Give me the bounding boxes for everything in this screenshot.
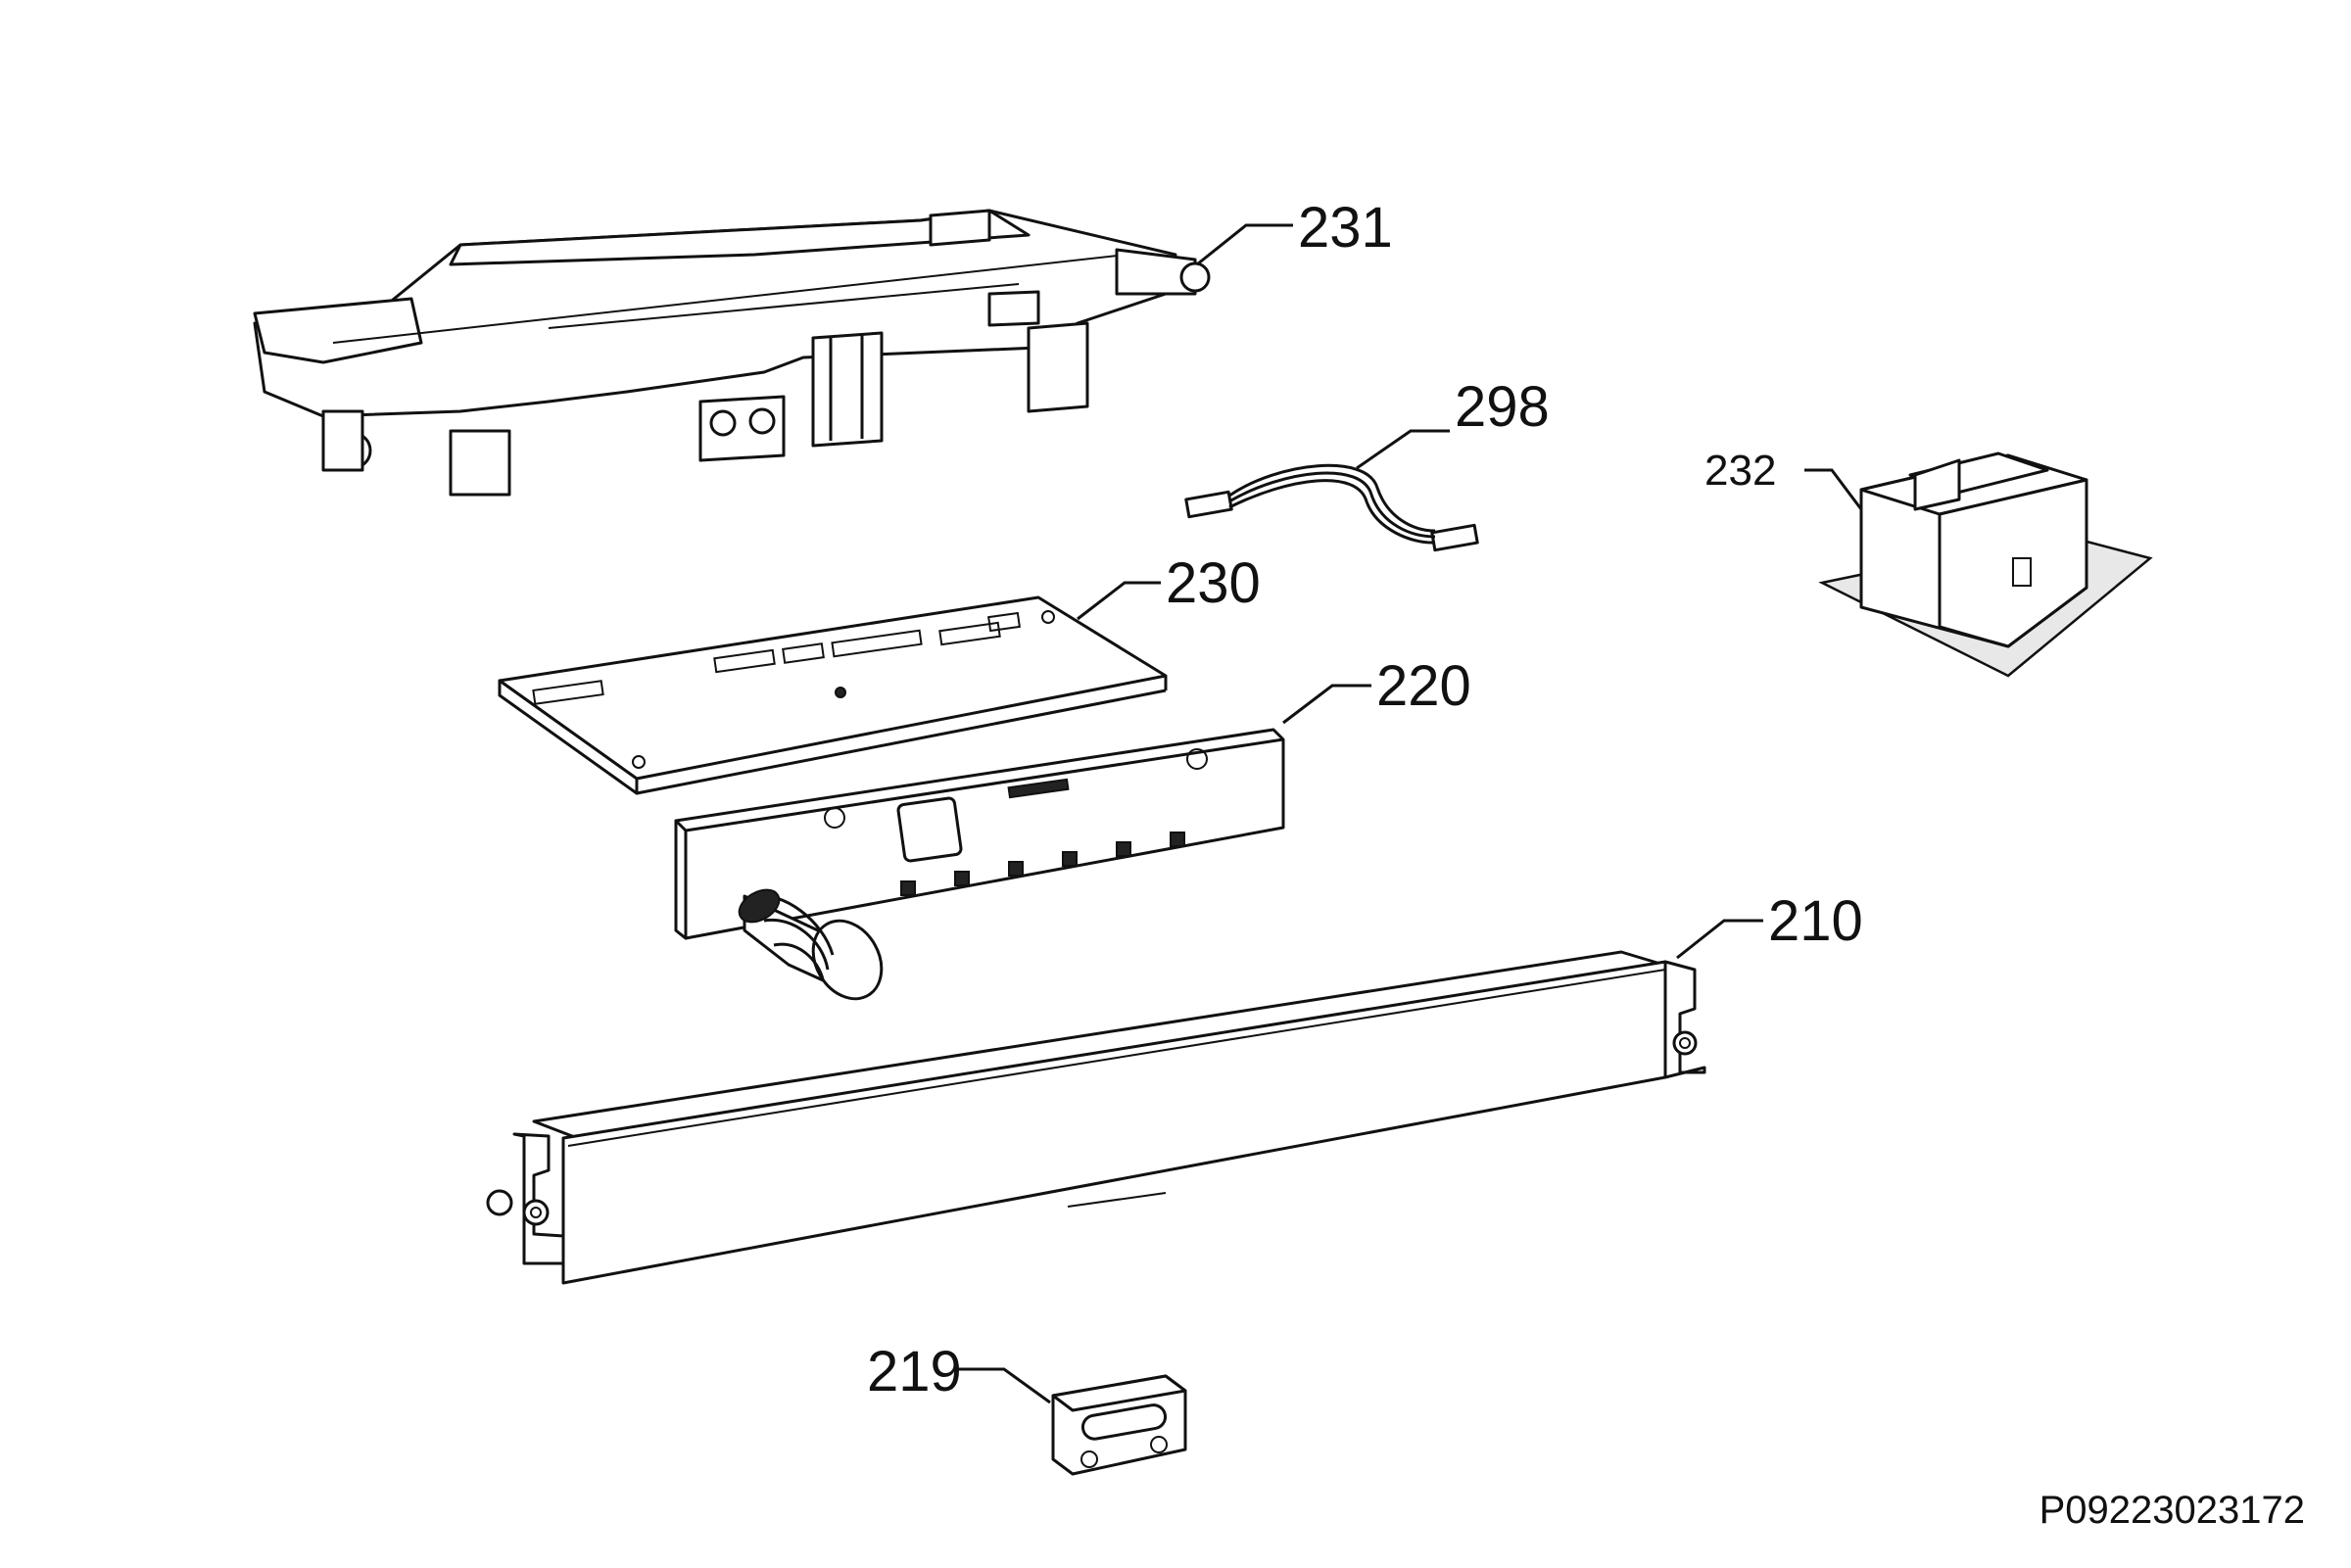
leader-231 (1196, 223, 1293, 266)
drawing-code: P09223023172 (2039, 1489, 2305, 1532)
callout-220: 220 (1376, 654, 1471, 718)
callout-232: 232 (1704, 447, 1776, 495)
callout-219: 219 (867, 1340, 962, 1403)
callout-210: 210 (1768, 889, 1863, 953)
part-220-control-panel (674, 728, 1285, 1001)
part-298-cable-harness (1184, 463, 1479, 552)
part-219-clip (1051, 1374, 1187, 1476)
leader-210 (1676, 919, 1763, 960)
leader-220 (1282, 684, 1371, 725)
part-230-circuit-board (498, 595, 1168, 795)
part-231-frame (253, 209, 1211, 497)
callout-230: 230 (1166, 551, 1261, 615)
rotary-knob (738, 888, 884, 1001)
callout-231: 231 (1298, 196, 1393, 260)
callout-298: 298 (1455, 375, 1550, 439)
leader-230 (1077, 581, 1161, 621)
part-210-trim-bar (486, 950, 1706, 1285)
leader-298 (1356, 429, 1450, 470)
leader-232 (1804, 468, 1863, 510)
part-232-transformer (1818, 451, 2153, 678)
leader-219 (955, 1367, 1051, 1404)
